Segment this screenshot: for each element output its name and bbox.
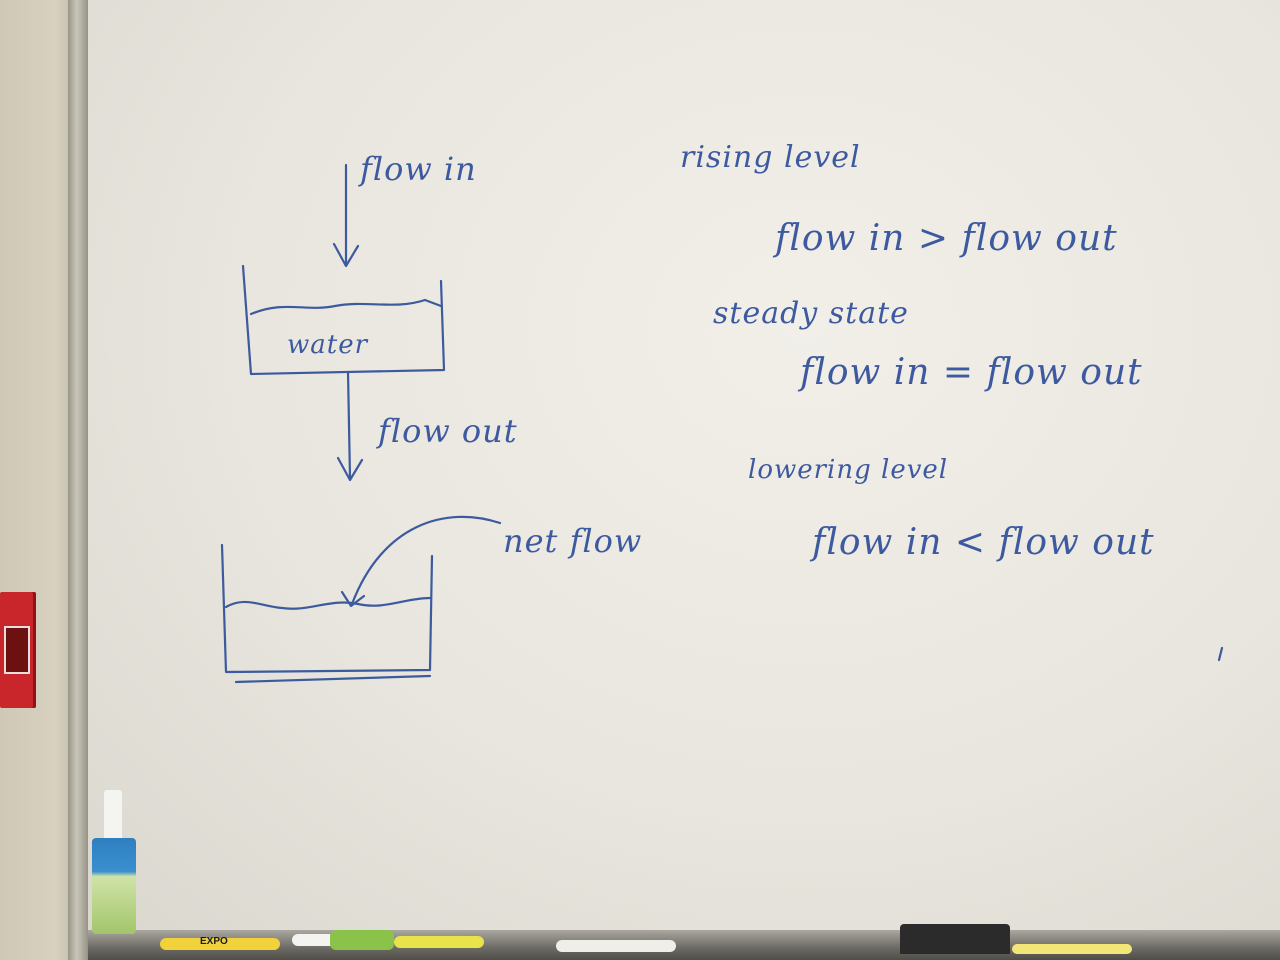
spray-bottle-body[interactable]	[92, 838, 136, 934]
flow-out-arrowhead	[336, 456, 364, 482]
marker-icon[interactable]	[330, 930, 394, 950]
whiteboard	[88, 0, 1280, 940]
wall	[0, 0, 80, 960]
steady-state-relation: flow in = flow out	[800, 352, 1143, 393]
spray-bottle-icon[interactable]	[104, 790, 122, 840]
marker-icon[interactable]: EXPO	[160, 936, 280, 950]
net-flow-arrowhead	[340, 590, 366, 608]
flow-in-label: flow in	[360, 150, 477, 188]
marker-icon[interactable]	[394, 936, 484, 948]
fire-alarm-window	[4, 626, 30, 674]
bottom-tank-water-surface	[224, 596, 432, 610]
lowering-level-heading: lowering level	[748, 455, 949, 485]
rising-level-heading: rising level	[680, 140, 861, 175]
net-flow-pointer	[350, 515, 502, 606]
marker-brand-text: EXPO	[200, 936, 228, 947]
bottom-tank-base	[234, 674, 432, 684]
marker-icon[interactable]	[556, 940, 676, 952]
tank-label: water	[287, 330, 369, 360]
top-tank-water-surface	[249, 298, 443, 316]
flow-out-label: flow out	[378, 412, 518, 450]
net-flow-label: net flow	[503, 522, 643, 560]
steady-state-heading: steady state	[713, 296, 909, 331]
sticky-note	[1012, 944, 1132, 954]
stray-mark	[1217, 646, 1224, 662]
whiteboard-frame	[68, 0, 90, 960]
bottom-tank-outline	[220, 543, 434, 674]
rising-level-relation: flow in > flow out	[775, 218, 1118, 259]
lowering-level-relation: flow in < flow out	[812, 522, 1155, 563]
flow-out-arrow	[346, 370, 352, 480]
flow-in-arrowhead	[332, 242, 360, 268]
eraser-icon[interactable]	[900, 924, 1010, 954]
